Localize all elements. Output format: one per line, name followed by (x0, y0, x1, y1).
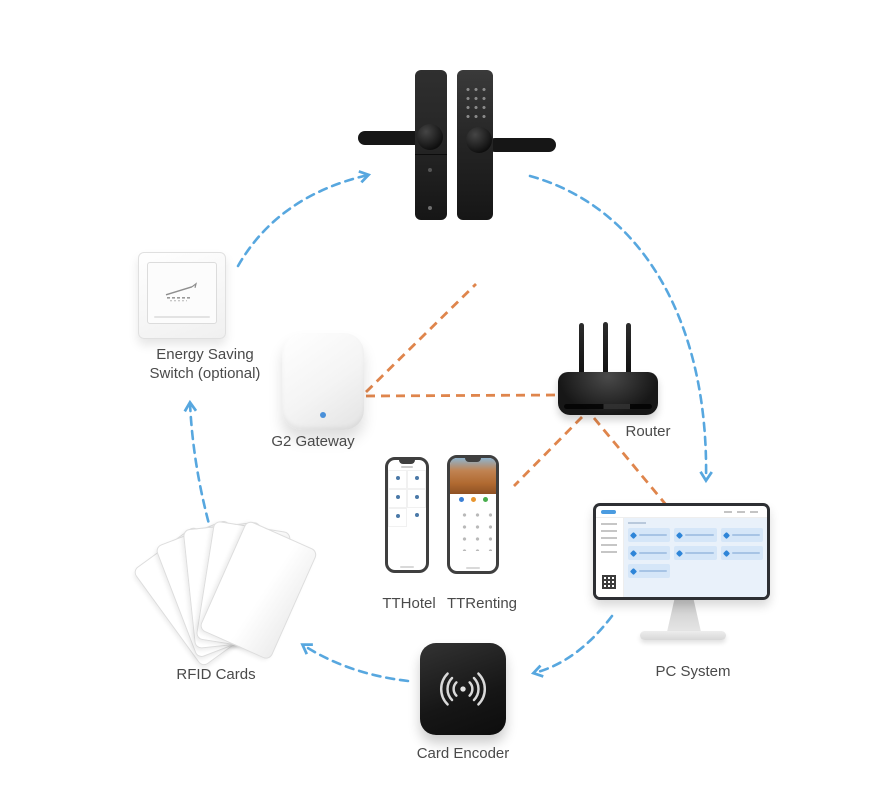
flow-arrow-switch-to-lock (236, 170, 372, 268)
router-body (558, 372, 658, 415)
dashboard-main (624, 518, 767, 597)
switch-card-slot-plate (147, 262, 217, 324)
pc-monitor (593, 503, 770, 600)
dashboard-tiles (628, 528, 763, 578)
label-card-encoder: Card Encoder (416, 745, 510, 762)
dashboard-tile (628, 528, 671, 542)
lock-keypad-icon (463, 84, 487, 118)
qr-code-icon (602, 575, 616, 589)
g2-gateway-device (282, 333, 364, 430)
phone-notch (399, 460, 415, 464)
router-antenna (626, 323, 631, 375)
rfid-waves-icon (440, 672, 486, 706)
dashboard-sidebar (596, 518, 624, 597)
tthotel-phone (385, 457, 429, 573)
dashboard-breadcrumb (628, 522, 646, 524)
label-router: Router (625, 423, 671, 440)
label-energy-saving-switch: Energy Saving Switch (optional) (149, 346, 261, 382)
switch-slot-line (154, 316, 210, 318)
link-gateway-to-lock (365, 283, 477, 393)
flow-arrow-lock-to-pc (528, 174, 713, 484)
orange-app-icon (470, 497, 476, 502)
label-rfid-cards: RFID Cards (176, 666, 256, 683)
tthotel-app-grid (388, 470, 426, 527)
blue-app-icon (458, 497, 464, 502)
gateway-led-icon (320, 412, 326, 418)
lock-outside-handle-hub (466, 127, 492, 153)
lock-outside-handle (488, 138, 556, 152)
dashboard-tile (628, 564, 671, 578)
phone-notch (465, 458, 481, 462)
app-banner-photo (450, 458, 496, 494)
label-tthotel: TTHotel (382, 595, 436, 612)
sidebar-menu-lines (601, 523, 617, 557)
flow-arrow-pc-to-encoder (530, 614, 614, 678)
dashboard-tile (720, 528, 763, 542)
lock-inside-handle-hub (417, 124, 443, 150)
lock-sensor-dot (428, 206, 432, 210)
link-router-to-pc (592, 417, 669, 507)
dashboard-tile (674, 528, 717, 542)
label-pc-system: PC System (655, 663, 731, 680)
dashboard-screen (596, 506, 767, 597)
rfid-card-fan (131, 515, 319, 668)
link-gateway-to-router (365, 393, 561, 398)
dashboard-topbar (596, 506, 767, 518)
router-antenna (603, 322, 608, 375)
router-antenna (579, 323, 584, 375)
ttrenting-app-grid (454, 505, 492, 551)
link-router-to-phone (513, 416, 583, 487)
energy-saving-switch (138, 252, 226, 339)
app-icon-row (450, 494, 496, 503)
dashboard-tile (628, 546, 671, 560)
dashboard-logo (601, 509, 616, 514)
label-ttrenting: TTRenting (446, 595, 518, 612)
flow-arrow-encoder-to-cards (300, 643, 410, 683)
switch-brand-logo-icon (165, 282, 197, 302)
monitor-base (640, 631, 726, 640)
phone-home-bar (400, 566, 414, 568)
app-header-line (401, 466, 413, 468)
lock-inside-handle (358, 131, 426, 145)
card-encoder-device (420, 643, 506, 735)
dashboard-tile (720, 546, 763, 560)
green-app-icon (482, 497, 488, 502)
flow-arrow-cards-to-switch (183, 399, 214, 537)
ttrenting-phone (447, 455, 499, 574)
lock-indicator-dot (428, 168, 432, 172)
phone-home-bar (466, 567, 480, 569)
label-g2-gateway: G2 Gateway (271, 433, 355, 450)
dashboard-tile (674, 546, 717, 560)
dashboard-topbar-menu (724, 510, 762, 513)
router-ports (564, 404, 652, 409)
